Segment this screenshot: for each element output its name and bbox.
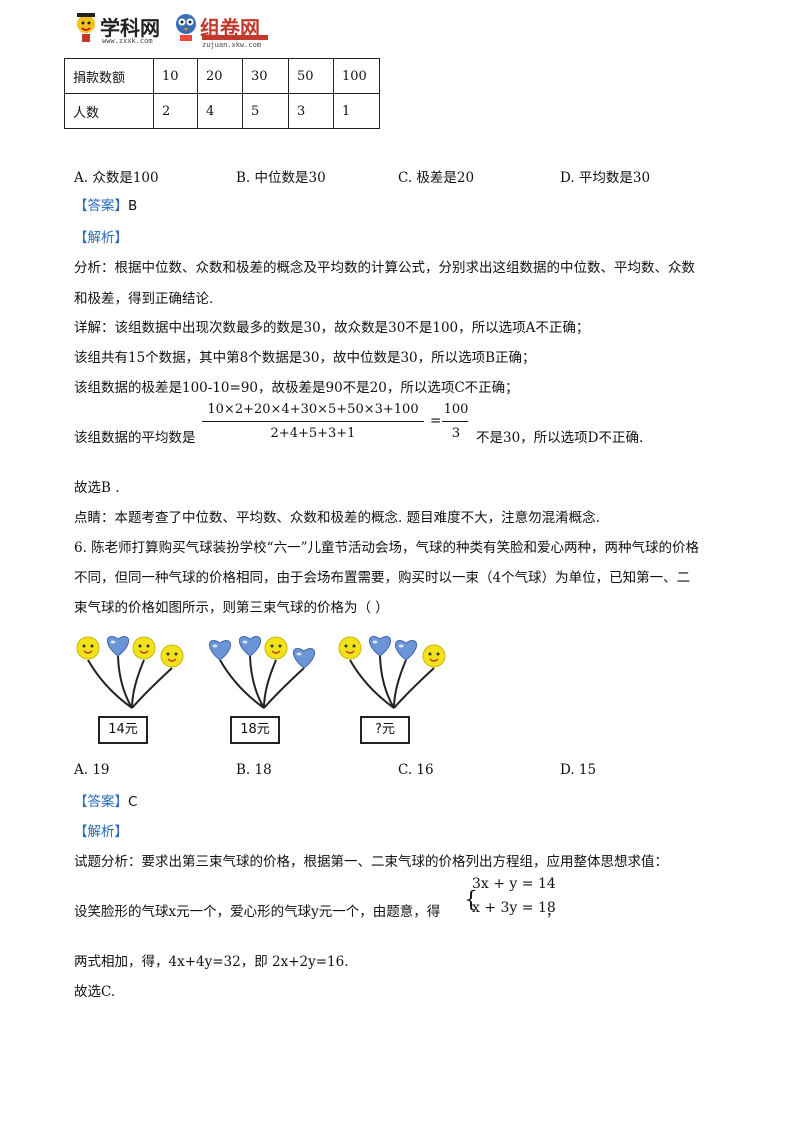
smiley-balloon-icon — [132, 636, 156, 660]
table-cell: 5 — [242, 93, 289, 129]
q6-setup: 设笑脸形的气球x元一个，爱心形的气球y元一个，由题意，得 — [74, 904, 441, 920]
q5-line: 该组共有15个数据，其中第8个数据是30，故中位数是30，所以选项B正确； — [74, 350, 536, 366]
q6-option-d: D. 15 — [560, 762, 597, 778]
logo1-sub: www.zxxk.com — [102, 37, 153, 45]
smiley-balloon-icon — [338, 636, 362, 660]
table-cell: 50 — [288, 58, 334, 94]
balloon-string — [263, 659, 277, 709]
q5-choose: 故选B . — [74, 480, 120, 496]
q6-analysis-label: 【解析】 — [74, 824, 128, 840]
smiley-balloon-icon — [160, 644, 184, 668]
q6-stem: 束气球的价格如图所示，则第三束气球的价格为（ ） — [74, 600, 389, 616]
balloon-string — [263, 667, 305, 709]
balloon-string — [393, 659, 407, 709]
q6-choose: 故选C. — [74, 984, 116, 1000]
heart-balloon-icon — [209, 640, 231, 661]
balloon-string — [131, 659, 145, 709]
equation-tail: ， — [546, 904, 560, 920]
heart-balloon-icon — [107, 636, 129, 657]
answer-value: C — [128, 794, 138, 810]
q6-sum: 两式相加，得，4x+4y=32，即 2x+2y=16. — [74, 954, 349, 970]
answer-value: B — [128, 198, 138, 214]
price-tag: ?元 — [360, 716, 410, 744]
table-cell: 100 — [333, 58, 380, 94]
balloon-string — [219, 659, 265, 709]
smiley-balloon-icon — [422, 644, 446, 668]
table-cell: 人数 — [64, 93, 154, 129]
q6-stem: 不同，但同一种气球的价格相同，由于会场布置需要，购买时以一束（4个气球）为单位，… — [74, 570, 691, 586]
q6-option-c: C. 16 — [398, 762, 434, 778]
q6-option-b: B. 18 — [236, 762, 272, 778]
balloon-bunch — [76, 636, 184, 709]
q6-stem: 6. 陈老师打算购买气球装扮学校“六一”儿童节活动会场，气球的种类有笑脸和爱心两… — [74, 540, 699, 556]
balloon-string — [249, 655, 265, 709]
q5-option-b: B. 中位数是30 — [236, 170, 326, 186]
table-cell: 20 — [197, 58, 243, 94]
answer-label: 【答案】 — [74, 794, 128, 810]
table-row: 人数 2 4 5 3 1 — [64, 93, 380, 129]
q5-line: 分析：根据中位数、众数和极差的概念及平均数的计算公式，分别求出这组数据的中位数、… — [74, 260, 695, 276]
equation-brace: { — [464, 888, 478, 913]
equation-1: 3x + y = 14 — [472, 876, 556, 892]
smiley-balloon-icon — [264, 636, 288, 660]
mean-prefix: 该组数据的平均数是 — [74, 430, 196, 446]
logo2-bar — [202, 35, 268, 40]
zxxk-logo: 学科网 www.zxxk.com — [74, 10, 166, 46]
balloon-string — [379, 655, 395, 709]
q5-line: 详解：该组数据中出现次数最多的数是30，故众数是30不是100，所以选项A不正确… — [74, 320, 590, 336]
table-row: 捐款数额 10 20 30 50 100 — [64, 58, 380, 94]
balloon-string — [131, 667, 173, 709]
q6-analysis: 试题分析：要求出第三束气球的价格，根据第一、二束气球的价格列出方程组，应用整体思… — [74, 854, 668, 870]
mean-equals: = — [430, 413, 442, 429]
table-cell: 10 — [153, 58, 198, 94]
mean-numerator: 10×2+20×4+30×5+50×3+100 — [207, 402, 419, 417]
q5-comment: 点睛：本题考查了中位数、平均数、众数和极差的概念. 题目难度不大，注意勿混淆概念… — [74, 510, 600, 526]
q5-answer: 【答案】B — [74, 194, 137, 214]
mascot-icon — [77, 13, 95, 42]
q5-option-c: C. 极差是20 — [398, 170, 475, 186]
q5-line: 和极差，得到正确结论. — [74, 291, 214, 307]
balloon-string — [117, 655, 133, 709]
price-tag: 14元 — [98, 716, 148, 744]
balloon-string — [393, 667, 435, 709]
mean-suffix: 不是30，所以选项D不正确. — [476, 430, 644, 446]
q5-option-d: D. 平均数是30 — [560, 170, 651, 186]
table-cell: 2 — [153, 93, 198, 129]
fraction-bar — [202, 421, 424, 422]
q5-option-a: A. 众数是100 — [74, 170, 159, 186]
table-cell: 捐款数额 — [64, 58, 154, 94]
logo1-text: 学科网 — [100, 16, 160, 40]
balloon-bunch — [338, 636, 446, 709]
q5-analysis-label: 【解析】 — [74, 230, 128, 246]
fraction-bar — [442, 421, 468, 422]
q5-line: 该组数据的极差是100-10=90，故极差是90不是20，所以选项C不正确； — [74, 380, 519, 396]
donation-table: 捐款数额 10 20 30 50 100 人数 2 4 5 3 1 — [64, 58, 380, 129]
equation-2: x + 3y = 18 — [472, 900, 556, 916]
mean-result-den: 3 — [451, 426, 461, 441]
mean-result-num: 100 — [443, 402, 469, 417]
table-cell: 4 — [197, 93, 243, 129]
balloon-string — [349, 659, 395, 709]
q6-option-a: A. 19 — [74, 762, 110, 778]
table-cell: 3 — [288, 93, 334, 129]
owl-icon — [176, 14, 196, 41]
price-tag: 18元 — [230, 716, 280, 744]
logo2-sub: zujuan.xkw.com — [202, 41, 262, 49]
heart-balloon-icon — [293, 648, 315, 669]
mean-denominator: 2+4+5+3+1 — [270, 426, 356, 441]
balloon-bunch — [209, 636, 315, 709]
heart-balloon-icon — [395, 640, 417, 661]
answer-label: 【答案】 — [74, 198, 128, 214]
smiley-balloon-icon — [76, 636, 100, 660]
table-cell: 30 — [242, 58, 289, 94]
q6-answer: 【答案】C — [74, 790, 137, 810]
heart-balloon-icon — [369, 636, 391, 657]
heart-balloon-icon — [239, 636, 261, 657]
zujuan-logo: 组卷网 zujuan.xkw.com — [174, 10, 272, 49]
table-cell: 1 — [333, 93, 380, 129]
balloon-string — [87, 659, 133, 709]
